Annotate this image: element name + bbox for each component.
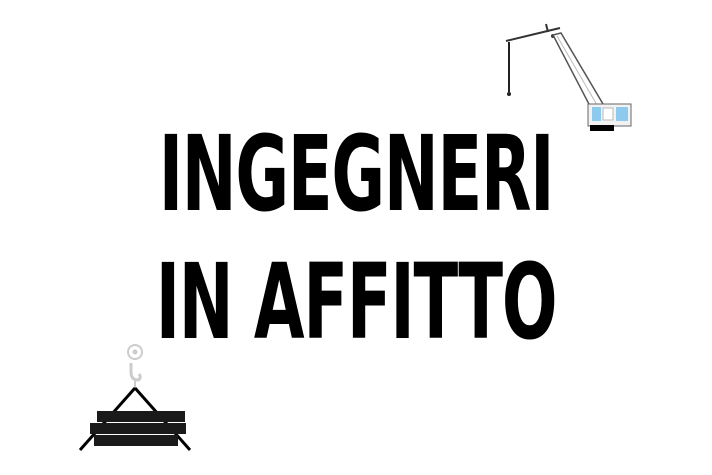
logo-line-in-affitto: IN AFFITTO (155, 241, 558, 363)
logo-line-ingegneri: INGEGNERI (158, 113, 555, 235)
